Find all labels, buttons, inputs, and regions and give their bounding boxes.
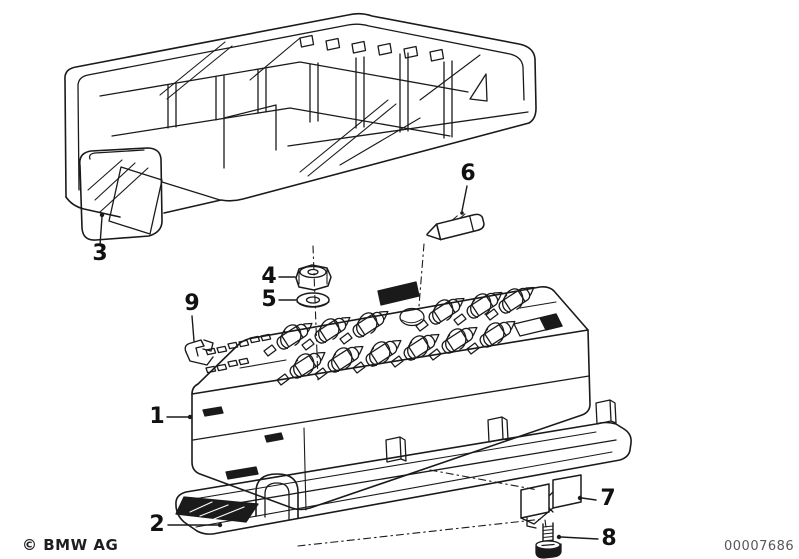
leader-lines	[100, 186, 598, 539]
part-callout-5[interactable]: 5	[261, 287, 277, 312]
torpedo-fuse-part-6	[424, 210, 485, 242]
fuse-box-part-1	[192, 278, 590, 519]
tray-part-2	[176, 400, 631, 534]
drawing-number: 00007686	[724, 539, 795, 554]
assembly-center-lines	[298, 244, 546, 546]
part-callout-6[interactable]: 6	[460, 161, 476, 186]
part-callout-4[interactable]: 4	[261, 264, 277, 289]
washer-part-5	[297, 293, 329, 307]
part-callout-9[interactable]: 9	[184, 291, 200, 316]
clip-part-9	[185, 340, 213, 365]
bracket-part-7	[521, 475, 581, 528]
hex-nut-part-4	[296, 265, 331, 290]
cover-part-3	[65, 14, 536, 240]
part-callout-8[interactable]: 8	[601, 526, 617, 551]
part-callout-2[interactable]: 2	[149, 512, 165, 537]
screw-part-8	[536, 523, 561, 558]
part-callout-7[interactable]: 7	[600, 486, 616, 511]
copyright-text: © BMW AG	[22, 536, 119, 554]
part-callout-3[interactable]: 3	[92, 241, 108, 266]
part-callout-1[interactable]: 1	[149, 404, 165, 429]
